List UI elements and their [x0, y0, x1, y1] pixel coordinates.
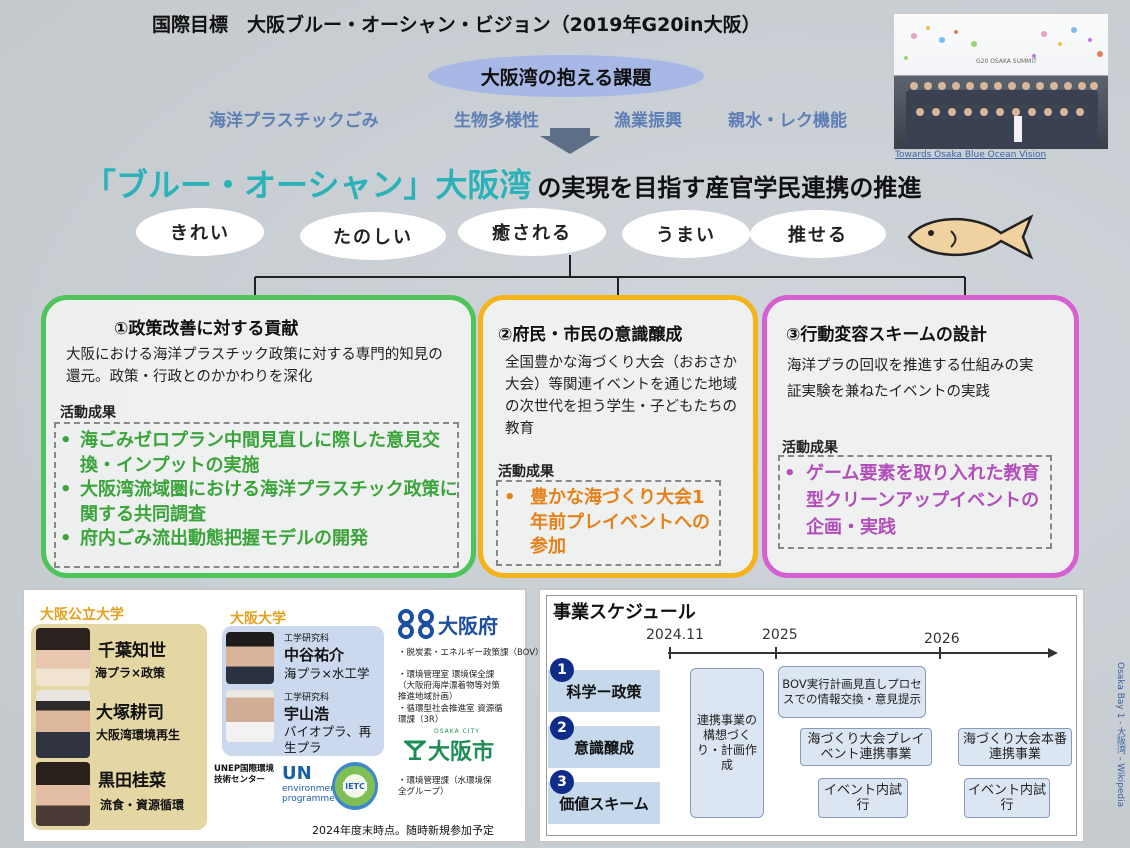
achievements-list: •海ごみゼロプラン中間見直しに際した意見交換・インプットの実施 •大阪湾流域圏に…: [60, 429, 458, 552]
list-item: •ゲーム要素を取り入れた教育型クリーンアップイベントの企画・実践: [784, 463, 1040, 538]
member-name: 宇山浩: [284, 705, 330, 723]
slogan-rest: の実現を目指す産官学民連携の推進: [537, 174, 922, 202]
avatar: [226, 632, 274, 684]
photo-banner: G20 OSAKA SUMMIT: [976, 58, 1037, 65]
member-role: バイオプラ、再生プラ: [284, 724, 372, 755]
osaka-city-logo-icon: [404, 740, 426, 760]
achievements-label: 活動成果: [498, 464, 554, 480]
pref-dept: ・脱炭素・エネルギー政策課（BOV）: [398, 648, 544, 658]
unep-center-label: UNEP国際環境技術センター: [214, 764, 275, 785]
achievements-list: •ゲーム要素を取り入れた教育型クリーンアップイベントの企画・実践: [784, 460, 1052, 541]
keyword-bubble: うまい: [622, 210, 750, 258]
timeline-label: 2025: [762, 627, 798, 643]
ou-title: 大阪大学: [230, 611, 286, 627]
panel-awareness: [478, 295, 758, 578]
confetti-decoration: [904, 26, 1103, 60]
list-item: •海ごみゼロプラン中間見直しに際した意見交換・インプットの実施: [60, 430, 440, 476]
issue-label: 生物多様性: [454, 111, 539, 131]
down-arrow-icon: [540, 128, 600, 154]
panel-title: ①政策改善に対する貢献: [114, 319, 299, 339]
pref-dept: ・環境管理室 環境保全課（大阪府海岸漂着物等対策推進地域計画）: [398, 670, 501, 702]
issue-label: 海洋プラスチックごみ: [209, 111, 379, 131]
opu-title: 大阪公立大学: [40, 607, 124, 623]
list-item: •大阪湾流域圏における海洋プラスチック政策に関する共同調査: [60, 479, 458, 525]
panel-title: ②府民・市民の意識醸成: [498, 325, 683, 345]
schedule-box-bov: BOV実行計画見直しプロセスでの情報交換・意見提示: [778, 666, 926, 718]
member-dept: 工学研究科: [284, 634, 330, 644]
member-role: 大阪湾環境再生: [96, 728, 181, 742]
achievements-box: [496, 480, 721, 566]
issues-title-pill: 大阪湾の抱える課題: [428, 55, 704, 97]
summit-leaders-figures: [906, 82, 1098, 148]
schedule-box-main-event: 海づくり大会本番連携事業: [958, 728, 1072, 766]
pref-dept: ・循環型社会推進室 資源循環課（3R）: [398, 704, 503, 725]
schedule-title: 事業スケジュール: [553, 602, 696, 623]
schedule-box-pre-event: 海づくり大会プレイベント連携事業: [800, 728, 932, 766]
row-number-badge: 3: [550, 770, 574, 794]
city-dept: ・環境管理課（水環境保全グループ）: [398, 776, 492, 797]
timeline-axis: [668, 647, 1058, 659]
member-name: 千葉知世: [98, 641, 166, 661]
panel-description: 海洋プラの回収を推進する仕組みの実証実験を兼ねたイベントの実践: [787, 358, 1034, 400]
osaka-city-small: OSAKA CITY: [434, 728, 480, 735]
fish-icon: [907, 214, 1034, 260]
keyword-bubble: 推せる: [750, 210, 886, 258]
issue-label: 漁業振興: [614, 111, 682, 131]
connector-lines: [254, 255, 966, 295]
ietc-logo: IETC: [332, 762, 378, 810]
avatar: [36, 690, 90, 758]
image-credit[interactable]: Osaka Bay 1 - 大阪湾 - Wikipedia: [1115, 662, 1125, 808]
timeline-label: 2024.11: [646, 627, 704, 643]
schedule-row-label: 価値スキーム: [548, 782, 660, 824]
member-role: 海プラ×政策: [95, 666, 166, 680]
photo-caption-link[interactable]: Towards Osaka Blue Ocean Vision: [895, 150, 1047, 160]
member-dept: 工学研究科: [284, 693, 330, 703]
avatar: [36, 628, 90, 686]
schedule-box-trial: イベント内試行: [964, 778, 1050, 818]
row-number-badge: 2: [550, 716, 574, 740]
avatar: [226, 690, 274, 742]
keyword-bubble: 癒される: [458, 208, 606, 256]
un-environment-logo: UN environment programme: [282, 763, 340, 805]
list-item: •豊かな海づくり大会1年前プレイベントへの参加: [504, 487, 710, 557]
osaka-pref-name: 大阪府: [438, 614, 498, 638]
achievements-label: 活動成果: [782, 440, 838, 456]
page-title: 国際目標 大阪ブルー・オーシャン・ビジョン（2019年G20in大阪）: [152, 14, 761, 36]
member-name: 黒田桂菜: [98, 771, 166, 791]
schedule-box-trial: イベント内試行: [818, 778, 908, 818]
list-item: •府内ごみ流出動態把握モデルの開発: [60, 528, 368, 549]
slogan: 「ブルー・オーシャン」大阪湾の実現を目指す産官学民連携の推進: [84, 160, 921, 206]
member-name: 中谷祐介: [284, 646, 345, 664]
slogan-highlight: 「ブルー・オーシャン」大阪湾: [84, 166, 532, 204]
timeline-label: 2026: [924, 631, 960, 647]
panel-description: 全国豊かな海づくり大会（おおさか大会）等関連イベントを通じた地域の次世代を担う学…: [505, 355, 737, 437]
panel-title: ③行動変容スキームの設計: [786, 325, 987, 345]
panel-behavior: [762, 295, 1079, 578]
member-role: 流食・資源循環: [100, 798, 185, 812]
keyword-bubble: たのしい: [300, 212, 446, 260]
schedule-box-concept: 連携事業の構想づくり・計画作成: [690, 668, 764, 818]
member-name: 大塚耕司: [96, 703, 164, 723]
osaka-pref-logo-icon: [398, 609, 434, 639]
partners-note: 2024年度末時点。随時新規参加予定: [312, 824, 494, 837]
row-number-badge: 1: [550, 658, 574, 682]
achievements-box: [778, 455, 1052, 549]
achievements-label: 活動成果: [60, 405, 116, 421]
g20-summit-photo: G20 OSAKA SUMMIT: [893, 13, 1109, 150]
panel-description: 大阪における海洋プラスチック政策に対する専門的知見の還元。政策・行政とのかかわり…: [66, 347, 443, 385]
avatar: [36, 762, 90, 826]
panel-policy: [41, 295, 476, 578]
keyword-bubble: きれい: [136, 208, 264, 256]
achievements-list: •豊かな海づくり大会1年前プレイベントへの参加: [504, 486, 716, 560]
achievements-box: [54, 422, 459, 568]
osaka-city-name: 大阪市: [428, 740, 495, 765]
member-role: 海プラ×水工学: [284, 666, 370, 681]
issue-label: 親水・レク機能: [728, 111, 847, 131]
